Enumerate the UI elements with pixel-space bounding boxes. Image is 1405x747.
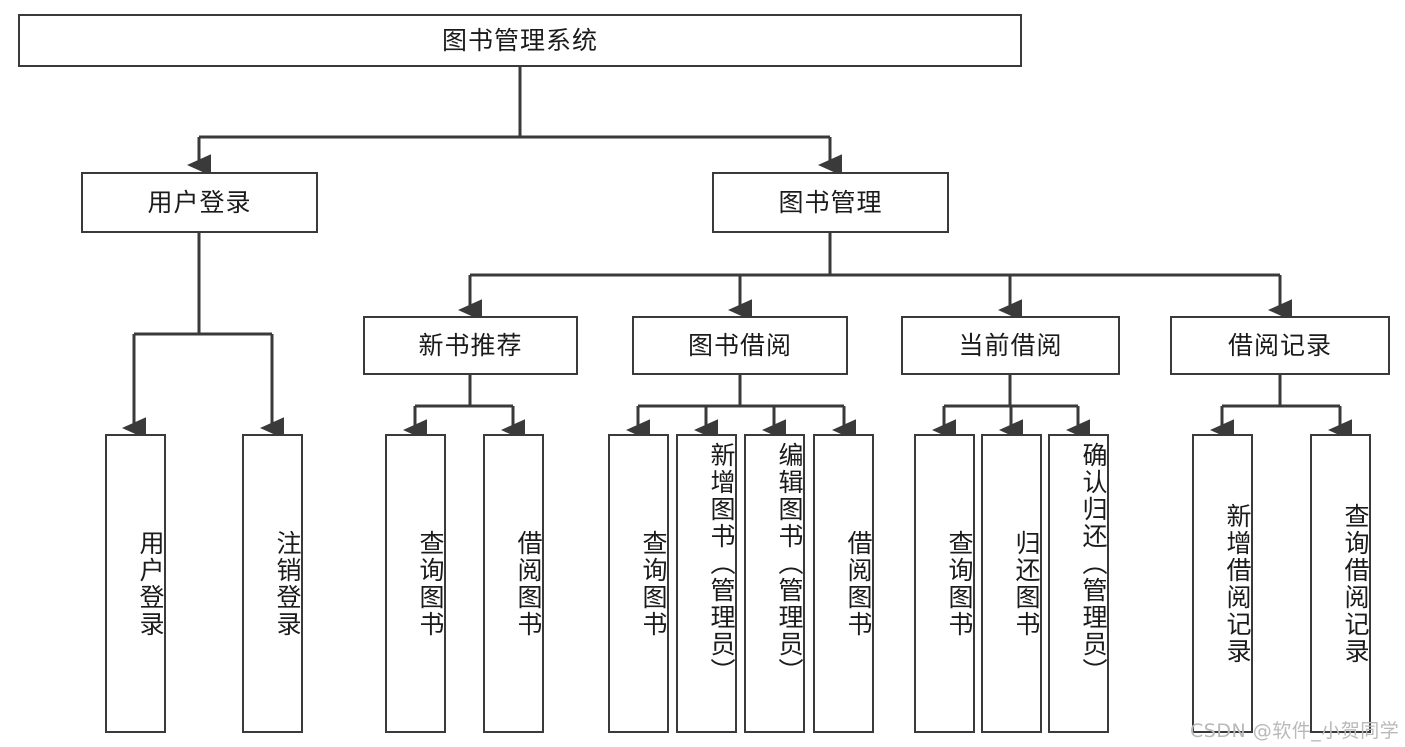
node-leaf-borrow-book-1[interactable]: 借阅图书 <box>483 434 544 733</box>
node-root[interactable]: 图书管理系统 <box>18 14 1022 67</box>
csdn-watermark: CSDN @软件_小贺同学 <box>1190 720 1400 742</box>
node-leaf-add-book-admin[interactable]: 新增图书（管理员） <box>676 434 737 733</box>
node-new-book-recommend[interactable]: 新书推荐 <box>363 316 578 375</box>
node-leaf-borrow-book-2[interactable]: 借阅图书 <box>813 434 874 733</box>
node-leaf-query-book-2-label: 查询图书 <box>639 529 668 638</box>
node-borrow-record[interactable]: 借阅记录 <box>1170 316 1390 375</box>
node-leaf-add-borrow-record-label: 新增借阅记录 <box>1223 502 1252 665</box>
node-leaf-query-borrow-record[interactable]: 查询借阅记录 <box>1310 434 1371 733</box>
node-leaf-add-borrow-record[interactable]: 新增借阅记录 <box>1192 434 1253 733</box>
node-borrow-record-label: 借阅记录 <box>1227 330 1332 360</box>
node-leaf-logout-login-label: 注销登录 <box>273 529 302 638</box>
node-user-login-label: 用户登录 <box>147 187 252 217</box>
node-book-management-label: 图书管理 <box>778 187 883 217</box>
node-book-management[interactable]: 图书管理 <box>712 172 949 233</box>
node-book-borrow-label: 图书借阅 <box>687 330 792 360</box>
node-user-login[interactable]: 用户登录 <box>81 172 318 233</box>
node-leaf-borrow-book-1-label: 借阅图书 <box>514 529 543 638</box>
node-book-borrow[interactable]: 图书借阅 <box>632 316 848 375</box>
node-leaf-confirm-return-admin[interactable]: 确认归还（管理员） <box>1048 434 1109 733</box>
node-leaf-query-book-2[interactable]: 查询图书 <box>608 434 669 733</box>
node-leaf-edit-book-admin[interactable]: 编辑图书（管理员） <box>744 434 805 733</box>
node-leaf-edit-book-admin-label: 编辑图书（管理员） <box>775 442 804 685</box>
node-leaf-query-book-1-label: 查询图书 <box>416 529 445 638</box>
node-new-book-recommend-label: 新书推荐 <box>418 330 523 360</box>
node-leaf-logout-login[interactable]: 注销登录 <box>242 434 303 733</box>
node-leaf-user-login-label: 用户登录 <box>136 529 165 638</box>
node-root-label: 图书管理系统 <box>441 25 598 55</box>
node-leaf-confirm-return-admin-label: 确认归还（管理员） <box>1079 442 1108 685</box>
node-leaf-return-book-label: 归还图书 <box>1012 529 1041 638</box>
node-leaf-add-book-admin-label: 新增图书（管理员） <box>707 442 736 685</box>
node-leaf-user-login[interactable]: 用户登录 <box>105 434 166 733</box>
node-leaf-query-borrow-record-label: 查询借阅记录 <box>1341 502 1370 665</box>
node-leaf-return-book[interactable]: 归还图书 <box>981 434 1042 733</box>
node-leaf-query-book-3[interactable]: 查询图书 <box>914 434 975 733</box>
node-leaf-borrow-book-2-label: 借阅图书 <box>844 529 873 638</box>
node-current-borrow[interactable]: 当前借阅 <box>901 316 1120 375</box>
node-leaf-query-book-3-label: 查询图书 <box>945 529 974 638</box>
node-leaf-query-book-1[interactable]: 查询图书 <box>385 434 446 733</box>
node-current-borrow-label: 当前借阅 <box>958 330 1063 360</box>
